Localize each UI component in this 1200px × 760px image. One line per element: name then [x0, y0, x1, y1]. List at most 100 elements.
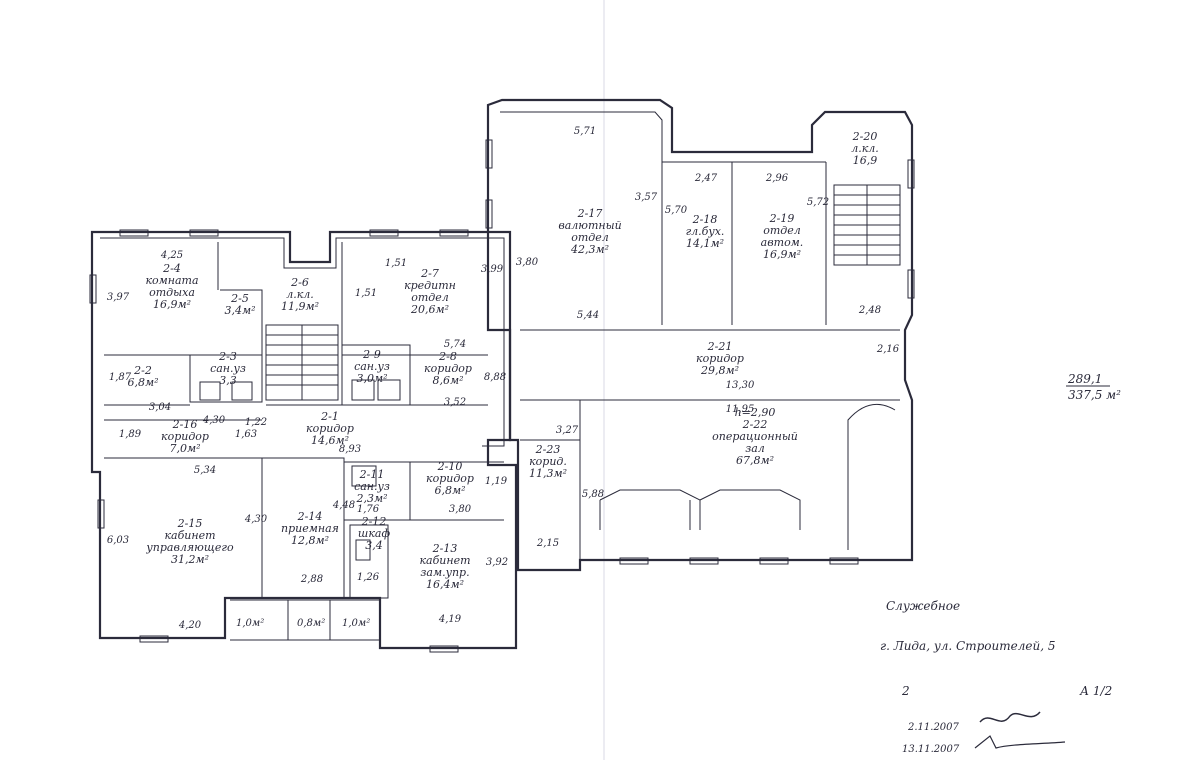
dimension-label: 4,48	[332, 500, 355, 511]
stamp-address: г. Лида, ул. Строителей, 5	[880, 639, 1055, 653]
dimension-label: 5,70	[665, 205, 688, 216]
dimension-label: 1,22	[245, 417, 267, 428]
dimension-label: 1,63	[235, 429, 257, 440]
room-label-line: коридор	[426, 472, 474, 485]
total-area-2: 337,5 м²	[1068, 388, 1121, 402]
room-label-line: 2-11	[359, 468, 385, 481]
room-label-line: операционный	[712, 430, 798, 443]
room-label-line: отдел	[411, 291, 449, 304]
room-label-line: 3,3	[219, 374, 237, 387]
room-label-line: сан.уз	[354, 480, 390, 493]
stamp-title: Служебное	[886, 599, 960, 613]
dimension-label: 4,19	[438, 614, 462, 625]
room-label-line: 2-12	[361, 515, 387, 528]
room-label-line: комната	[145, 274, 198, 287]
room-label-line: 2-8	[438, 350, 457, 363]
room-label-line: 2-6	[290, 276, 309, 289]
room-label-line: 7,0м²	[169, 442, 200, 455]
dimension-label: 6,03	[107, 535, 129, 546]
room-label-line: сан.уз	[354, 360, 390, 373]
dimension-label: 4,30	[202, 415, 226, 426]
dimension-label: 2,96	[765, 173, 789, 184]
dimension-label: 1,26	[357, 572, 380, 583]
room-label-line: 14,6м²	[311, 434, 349, 447]
dimension-label: 3,52	[444, 397, 466, 408]
dimension-label: 3,99	[481, 264, 504, 275]
room-label-line: кредитн	[404, 279, 456, 292]
stamp-floor: 2	[901, 684, 910, 698]
room-label-line: 20,6м²	[410, 303, 449, 316]
room-label-line: гл.бух.	[686, 225, 725, 238]
dimension-label: 3,80	[449, 504, 472, 515]
dimension-label: 5,72	[807, 197, 829, 208]
room-label-line: 2-17	[577, 207, 603, 220]
room-label-line: 14,1м²	[686, 237, 724, 250]
room-label-line: шкаф	[358, 527, 391, 540]
dimension-label: 2,15	[536, 538, 559, 549]
room-label-line: 2-4	[162, 262, 181, 275]
room-label-line: 12,8м²	[291, 534, 329, 547]
stamp-date-1: 2.11.2007	[907, 722, 960, 733]
room-label-line: h=2,90	[735, 406, 776, 419]
room-label-line: 6,8м²	[434, 484, 465, 497]
room-label-line: 29,8м²	[700, 364, 739, 377]
dimension-label: 8,93	[339, 444, 361, 455]
room-label-line: л.кл.	[286, 288, 314, 301]
room-label-line: 2-14	[297, 510, 323, 523]
dimension-label: 4,25	[160, 250, 183, 261]
room-label-line: 16,9м²	[153, 298, 191, 311]
dimension-label: 1,89	[119, 429, 142, 440]
room-label-line: 11,9м²	[281, 300, 319, 313]
room-label-line: 2,3м²	[355, 492, 387, 505]
dimension-label: 2,47	[694, 173, 718, 184]
dimension-label: 3,97	[107, 292, 130, 303]
title-block: Служебное г. Лида, ул. Строителей, 5 2 А…	[880, 599, 1112, 755]
building-walls	[89, 98, 915, 653]
room-label-line: 2-16	[172, 418, 198, 431]
room-label-line: 2-5	[230, 292, 249, 305]
room-label-line: 16,9м²	[763, 248, 801, 261]
room-label-line: 6,8м²	[127, 376, 158, 389]
room-label-line: приемная	[281, 522, 339, 535]
small-area-3: 1,0м²	[342, 618, 370, 629]
dimension-label: 5,44	[577, 310, 599, 321]
room-label-line: коридор	[696, 352, 744, 365]
room-label-line: 3,0м²	[356, 372, 387, 385]
dimension-label: 3,04	[149, 402, 171, 413]
room-label-line: 2-19	[769, 212, 795, 225]
dimension-label: 5,88	[582, 489, 604, 500]
room-label-line: коридор	[424, 362, 472, 375]
room-label-line: 67,8м²	[736, 454, 774, 467]
dimension-label: 11,95	[726, 404, 755, 415]
room-label-line: 2-2	[133, 364, 152, 377]
dimension-label: 1,51	[385, 258, 407, 269]
total-area-1: 289,1	[1067, 372, 1102, 386]
dimension-label: 5,71	[574, 126, 596, 137]
room-label-line: зал	[745, 442, 765, 455]
room-label-line: кабинет	[164, 529, 215, 542]
room-label-line: 16,9	[853, 154, 878, 167]
signature-1	[979, 711, 1041, 723]
dimension-label: 5,34	[194, 465, 216, 476]
room-label-line: управляющего	[145, 541, 234, 554]
room-label-line: 2-20	[852, 130, 878, 143]
stamp-date-2: 13.11.2007	[902, 744, 960, 755]
room-label-line: 3,4м²	[224, 304, 255, 317]
room-label-line: 11,3м²	[529, 467, 567, 480]
